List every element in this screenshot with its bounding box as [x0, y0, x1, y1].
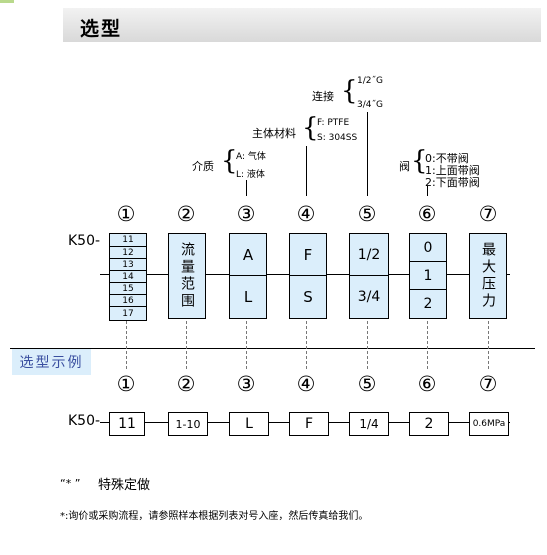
material-label: 主体材料 — [252, 127, 296, 140]
example-value-material: F — [289, 412, 329, 436]
size-options-box: 11 12 13 14 15 16 17 — [109, 233, 147, 321]
valve-option-0: 0:不带阀 — [425, 152, 469, 165]
dashed-leader-3 — [246, 321, 247, 369]
example-tag: 选型示例 — [12, 349, 91, 375]
connection-code-three-quarter: 3/4 — [357, 289, 381, 305]
position-number-7: ⑦ — [478, 202, 498, 226]
position-number-1: ① — [116, 202, 136, 226]
valve-code-0: 0 — [410, 234, 446, 262]
size-option: 13 — [110, 259, 146, 271]
max-pressure-label: 最大压力 — [480, 242, 496, 310]
connection-brace: { — [341, 76, 358, 106]
material-code-f: F — [290, 234, 326, 276]
position-number-2: ② — [176, 202, 196, 226]
dashed-leader-5 — [367, 321, 368, 369]
material-code-s: S — [303, 288, 313, 306]
example-value-flow: 1-10 — [168, 412, 208, 436]
valve-code-1: 1 — [410, 262, 446, 290]
medium-label: 介质 — [192, 160, 214, 173]
header-bar — [63, 8, 541, 42]
corner-mark — [0, 0, 14, 3]
dashed-leader-6 — [427, 321, 428, 369]
medium-brace: { — [221, 146, 238, 176]
valve-option-1: 1:上面带阀 — [425, 164, 480, 177]
note-special: 特殊定做 — [98, 478, 151, 493]
example-number-6: ⑥ — [417, 372, 437, 396]
flow-range-box: 流量范围 — [168, 233, 206, 319]
example-model-prefix: K50- — [68, 413, 101, 429]
connection-box: 1/2 3/4 — [349, 233, 389, 319]
dashed-leader-7 — [488, 321, 489, 369]
model-prefix: K50- — [68, 233, 101, 249]
size-option: 11 — [110, 234, 146, 247]
medium-code-l: L — [243, 288, 253, 306]
max-pressure-box: 最大压力 — [469, 233, 507, 319]
example-number-1: ① — [116, 372, 136, 396]
example-number-3: ③ — [236, 372, 256, 396]
valve-brace: { — [411, 146, 428, 176]
dashed-leader-4 — [306, 321, 307, 369]
position-number-6: ⑥ — [417, 202, 437, 226]
valve-label: 阀 — [399, 160, 410, 173]
position-number-3: ③ — [236, 202, 256, 226]
size-option: 14 — [110, 271, 146, 283]
material-option-1: F: PTFE — [317, 118, 350, 128]
example-number-2: ② — [176, 372, 196, 396]
valve-option-2: 2:下面带阀 — [425, 176, 480, 189]
connection-code-half: 1/2 — [350, 234, 388, 276]
example-value-pressure: 0.6MPa — [469, 412, 509, 436]
connection-leader — [367, 112, 368, 196]
material-leader — [306, 146, 307, 196]
size-option: 16 — [110, 295, 146, 307]
example-value-valve: 2 — [409, 412, 449, 436]
example-number-4: ④ — [296, 372, 316, 396]
dashed-leader-2 — [186, 321, 187, 369]
connection-option-2: 3/4˝G — [357, 100, 383, 110]
valve-box: 0 1 2 — [409, 233, 447, 319]
medium-leader — [246, 180, 247, 196]
medium-option-1: A: 气体 — [236, 152, 266, 162]
size-option: 17 — [122, 308, 134, 319]
page-title: 选型 — [80, 18, 123, 40]
connection-label: 连接 — [312, 90, 334, 103]
medium-box: A L — [229, 233, 267, 319]
size-option: 15 — [110, 283, 146, 295]
note-symbol: “* ” — [60, 477, 81, 490]
example-number-7: ⑦ — [478, 372, 498, 396]
material-brace: { — [302, 113, 319, 143]
valve-leader — [427, 186, 428, 196]
example-value-size: 11 — [109, 412, 145, 436]
medium-code-a: A — [230, 234, 266, 276]
flow-range-label: 流量范围 — [179, 242, 195, 310]
valve-code-2: 2 — [423, 296, 433, 312]
example-number-5: ⑤ — [357, 372, 377, 396]
example-value-medium: L — [229, 412, 269, 436]
position-number-5: ⑤ — [357, 202, 377, 226]
example-value-connection: 1/4 — [349, 412, 389, 436]
note-instruction: *:询价或采购流程，请参照样本根据列表对号入座，然后传真给我们。 — [60, 511, 369, 522]
size-option: 12 — [110, 247, 146, 259]
position-number-4: ④ — [296, 202, 316, 226]
material-box: F S — [289, 233, 327, 319]
separator-line — [10, 348, 535, 349]
material-option-2: S: 304SS — [317, 133, 358, 143]
dashed-leader-1 — [126, 321, 127, 369]
medium-option-2: L: 液体 — [236, 170, 265, 180]
connection-option-1: 1/2˝G — [357, 76, 383, 86]
